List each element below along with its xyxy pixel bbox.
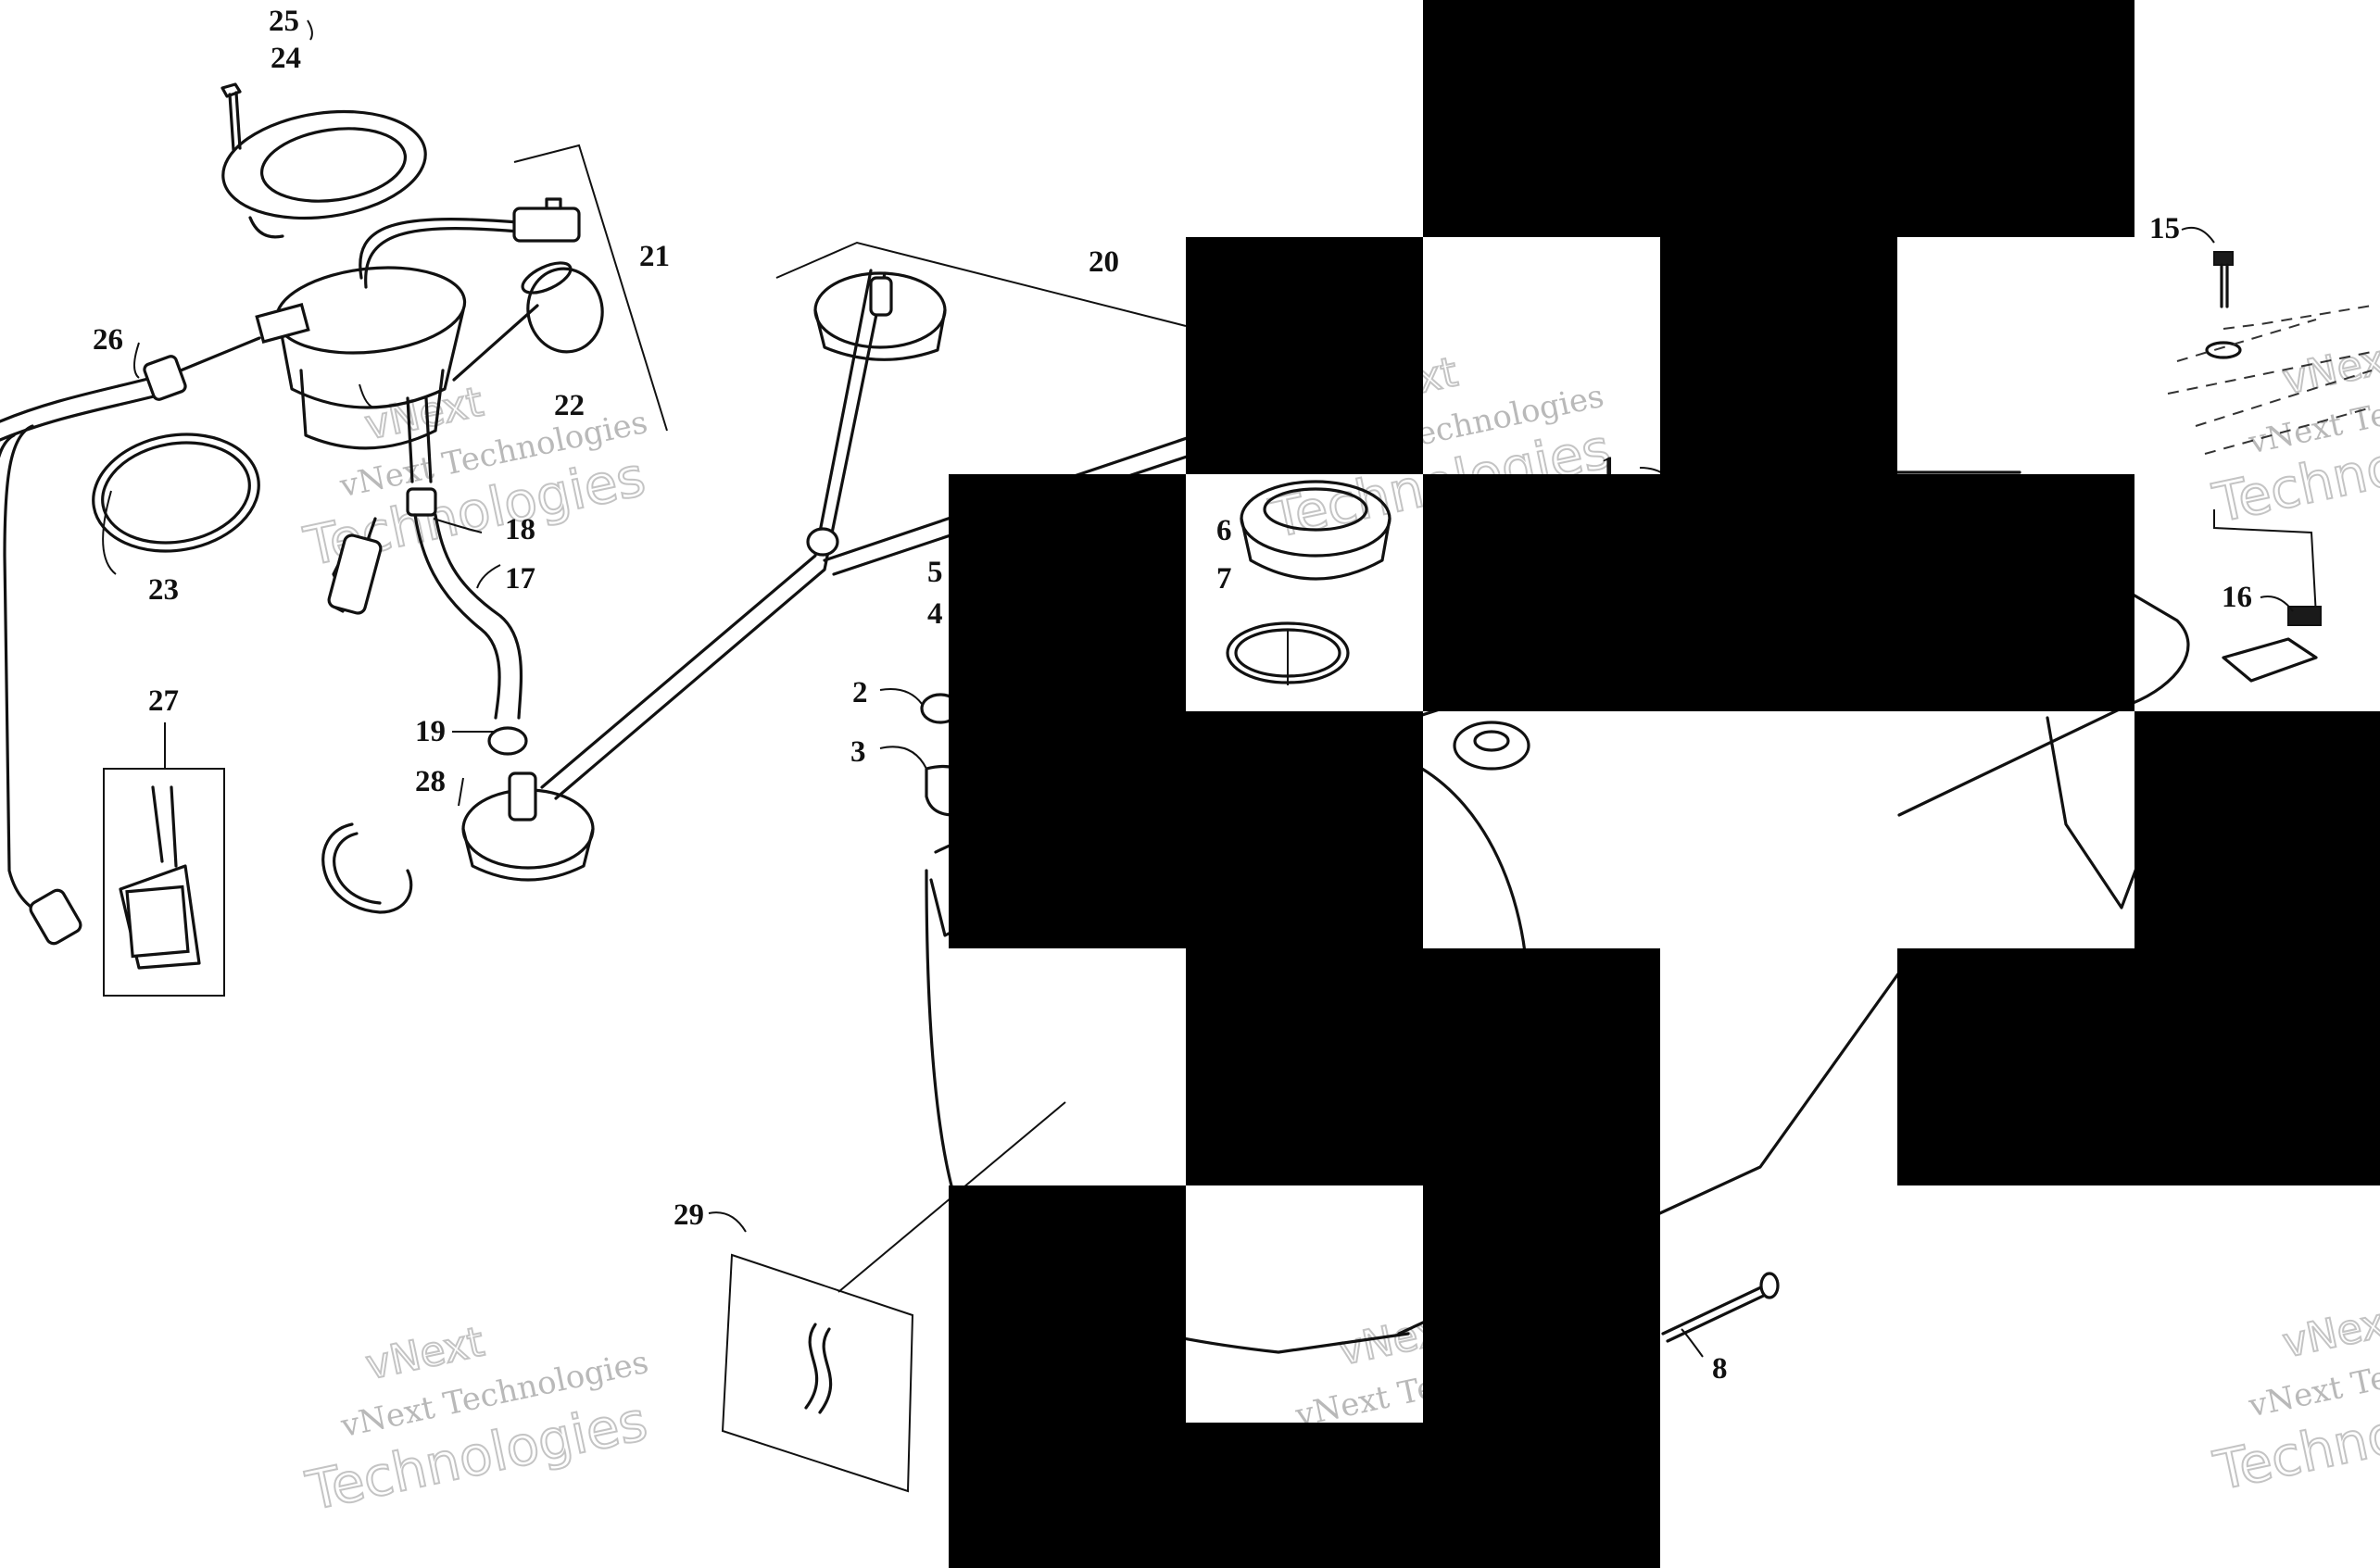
mask-block <box>2134 711 2380 948</box>
fuel-cap-6 <box>1240 480 1391 581</box>
clamp-19 <box>487 726 528 756</box>
cap-gasket-7 <box>1226 621 1350 685</box>
mask-block <box>1423 0 2134 237</box>
wiring-harness-box-27 <box>103 768 225 997</box>
fuel-hose-26 <box>0 336 261 946</box>
callout-27: 27 <box>148 684 179 718</box>
clip-16 <box>2213 509 2322 683</box>
float-22 <box>452 261 604 382</box>
gasket-plate-24 <box>221 109 427 239</box>
callout-17: 17 <box>505 562 535 596</box>
quick-connect-disc-lower <box>461 771 595 882</box>
callout-28: 28 <box>415 765 446 798</box>
screw-25 <box>220 82 242 152</box>
callout-29: 29 <box>674 1198 704 1232</box>
callout-15: 15 <box>2149 212 2180 245</box>
watermark-bottom-left: vNext vNext Technologies Technologies <box>300 1317 654 1524</box>
svg-text:vNext: vNext <box>2279 1297 2380 1368</box>
callout-7: 7 <box>1216 562 1232 596</box>
callout-4: 4 <box>927 597 943 631</box>
bolt-8 <box>1661 1272 1780 1343</box>
bolt-15 <box>2167 251 2373 455</box>
svg-text:vNext: vNext <box>361 379 487 450</box>
leader-20 <box>775 241 1187 327</box>
mask-block <box>1186 237 1423 474</box>
callout-6: 6 <box>1216 514 1232 547</box>
svg-text:vNext: vNext <box>2279 333 2380 405</box>
callout-23: 23 <box>148 573 179 607</box>
callout-18: 18 <box>505 513 535 546</box>
mask-block <box>1186 948 1660 1185</box>
fuel-pump-module-21 <box>255 197 581 483</box>
callout-26: 26 <box>93 323 123 357</box>
mask-block <box>1897 948 2380 1185</box>
callout-16: 16 <box>2222 581 2252 614</box>
mask-block <box>1660 237 1897 711</box>
svg-text:vNext: vNext <box>362 1318 488 1389</box>
leader-21 <box>513 144 668 432</box>
callout-2: 2 <box>852 676 868 709</box>
ring-clip-28 <box>321 822 413 914</box>
mask-block <box>1897 474 2134 711</box>
callout-25: 25 <box>269 5 299 38</box>
redaction-blocks <box>949 0 2380 1568</box>
sensor-connector-18 <box>327 487 437 615</box>
callout-8: 8 <box>1712 1352 1728 1386</box>
mask-block <box>1186 711 1423 948</box>
callout-3: 3 <box>850 735 866 769</box>
callout-19: 19 <box>415 715 446 748</box>
callout-22: 22 <box>554 389 585 422</box>
callout-21: 21 <box>639 240 670 273</box>
callout-24: 24 <box>271 42 301 75</box>
watermark-top-left: vNext vNext Technologies Technologies <box>298 378 652 580</box>
watermark-bottom-right: vNext vNext Technologies Technologies <box>2208 1296 2380 1504</box>
o-ring-23 <box>92 433 260 553</box>
hose-17 <box>413 513 523 720</box>
mask-block <box>1423 1185 1660 1423</box>
mask-block <box>949 1423 1660 1568</box>
leader-lines <box>102 19 2294 1358</box>
mask-block <box>949 1185 1186 1423</box>
callout-20: 20 <box>1089 245 1119 279</box>
mask-block <box>949 474 1186 948</box>
callout-5: 5 <box>927 556 943 589</box>
mask-block <box>1423 474 1660 711</box>
